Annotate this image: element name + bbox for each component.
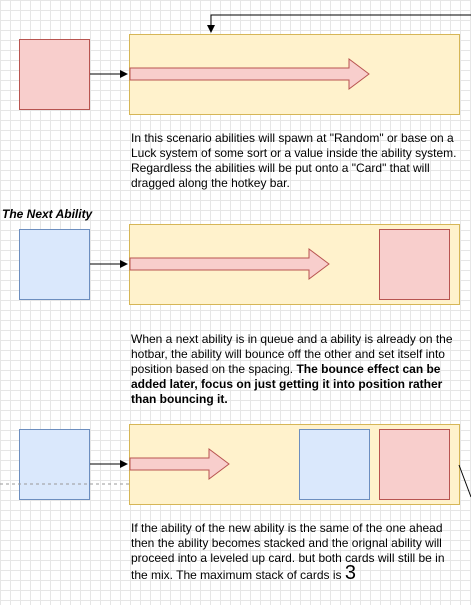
scenario2-title: The Next Ability (2, 207, 93, 221)
scenario2-text-normal: When a next ability is in queue and a ab… (131, 332, 453, 376)
scenario3-text: If the ability of the new ability is the… (131, 521, 445, 582)
hotbar-1 (129, 34, 460, 115)
scenario2-description: When a next ability is in queue and a ab… (131, 332, 461, 407)
scenario1-description: In this scenario abilities will spawn at… (131, 131, 457, 190)
stacked-card-blue (299, 429, 370, 500)
existing-card-pink (379, 229, 450, 300)
source-card-blue (19, 229, 90, 300)
stacked-card-pink (379, 429, 450, 500)
scenario2-text-bold: The bounce effect can be added later, fo… (131, 362, 443, 406)
source-card-pink (19, 39, 90, 110)
source-card-blue-2 (19, 429, 90, 500)
incoming-connector (207, 14, 471, 33)
outgoing-connector (458, 464, 471, 498)
max-stack-value: 3 (344, 562, 356, 584)
scenario3-description: If the ability of the new ability is the… (131, 521, 461, 583)
